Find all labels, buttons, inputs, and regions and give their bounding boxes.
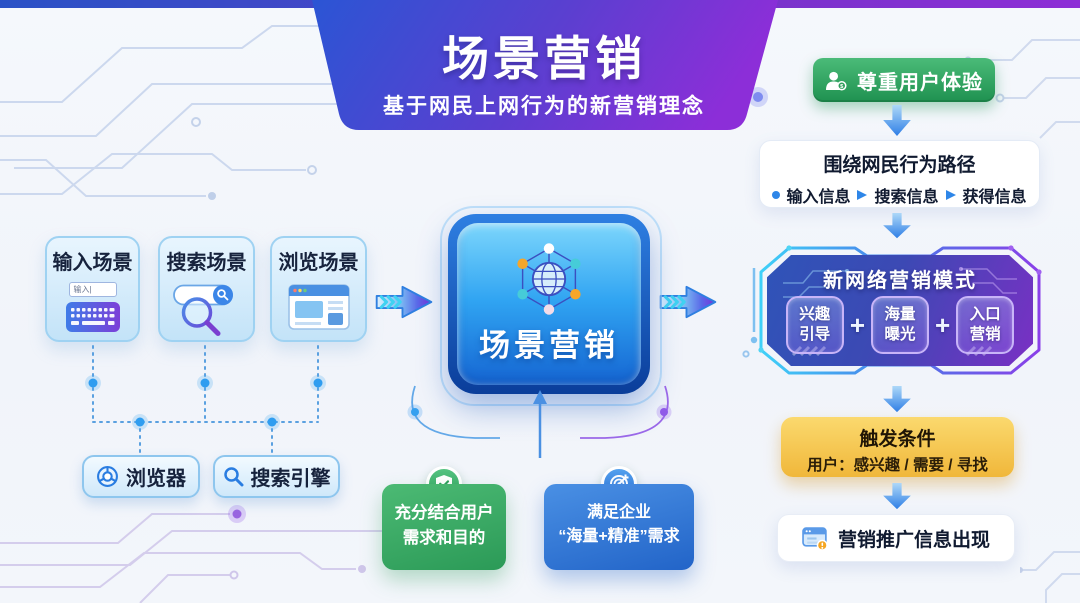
circuit-decoration-bottom-left (0, 505, 400, 603)
dotted-connector-lines (85, 345, 326, 454)
magnifier-icon (223, 467, 243, 487)
scenario-card-input: 输入场景 输入| (45, 236, 140, 342)
behavior-path-steps: 输入信息 搜索信息 获得信息 (772, 183, 1027, 207)
down-arrow-icon (883, 105, 911, 136)
trigger-title: 触发条件 (859, 429, 936, 450)
poster-title: 场景营销 (442, 32, 646, 85)
step-arrow-icon (857, 190, 868, 200)
step-bullet (772, 191, 781, 199)
behavior-path-card: 围绕网民行为路径 输入信息 搜索信息 获得信息 (759, 140, 1040, 208)
model-item: 兴趣引导 (785, 296, 844, 354)
banner-background (312, 0, 778, 130)
center-tile-surface: 场景营销 (457, 223, 641, 385)
svg-text:$: $ (840, 83, 844, 89)
plus-sign: + (935, 309, 951, 340)
result-card: 营销推广信息出现 (777, 514, 1015, 562)
experience-badge-label: 尊重用户体验 (857, 71, 983, 94)
circuit-decoration-top-right (964, 39, 1080, 139)
tool-button-label: 搜索引擎 (250, 468, 331, 490)
network-globe-icon (517, 243, 581, 315)
input-field-chip: 输入| (68, 282, 117, 297)
ad-window-icon (802, 526, 828, 551)
result-card-label: 营销推广信息出现 (837, 529, 990, 551)
chrome-browser-icon (97, 466, 118, 487)
trigger-card: 触发条件 用户：感兴趣 / 需要 / 寻找 (781, 417, 1014, 477)
model-item: 海量曝光 (871, 296, 929, 354)
keyboard-input-icon (65, 302, 120, 332)
circuit-decoration-bottom-right (1020, 551, 1080, 603)
benefit-card-user: 充分结合用户 需求和目的 (382, 484, 506, 570)
step-label: 搜索信息 (874, 189, 939, 206)
step-arrow-icon (945, 190, 956, 200)
center-tile: 场景营销 (448, 214, 650, 394)
model-panel-surface (767, 255, 1033, 366)
step-label: 输入信息 (786, 189, 851, 206)
curve-connectors (407, 385, 672, 458)
flow-arrow-left-icon (375, 285, 433, 319)
model-items-row: 兴趣引导 + 海量曝光 + 入口营销 (767, 296, 1033, 354)
center-tile-label: 场景营销 (479, 328, 619, 363)
benefit-card-enterprise: 满足企业 “海量+精准”需求 (544, 484, 694, 570)
search-bar-icon (172, 284, 233, 336)
benefit-line: 需求和目的 (402, 528, 486, 547)
behavior-path-title: 围绕网民行为路径 (823, 155, 976, 176)
browser-button: 浏览器 (82, 455, 200, 498)
tool-button-label: 浏览器 (126, 468, 186, 490)
down-arrow-icon (883, 483, 911, 510)
poster-subtitle: 基于网民上网行为的新营销理念 (383, 95, 705, 118)
benefit-line: 满足企业 (586, 504, 651, 521)
scenario-card-search: 搜索场景 (158, 236, 255, 342)
plus-sign: + (849, 309, 865, 340)
scenario-card-label: 搜索场景 (166, 252, 247, 274)
down-arrow-icon (883, 213, 911, 239)
down-arrow-icon (883, 386, 911, 413)
search-engine-button: 搜索引擎 (213, 455, 340, 498)
step-label: 获得信息 (962, 189, 1027, 206)
experience-badge: $ 尊重用户体验 (813, 58, 995, 102)
scenario-card-label: 浏览场景 (278, 252, 359, 274)
benefit-line: 充分结合用户 (394, 504, 494, 522)
flow-arrow-right-icon (659, 285, 717, 319)
scenario-card-browse: 浏览场景 (270, 236, 367, 342)
model-panel-title: 新网络营销模式 (823, 270, 977, 292)
scenario-card-label: 输入场景 (52, 252, 133, 274)
benefit-line: “海量+精准”需求 (558, 528, 680, 545)
model-item: 入口营销 (956, 296, 1015, 354)
browser-window-icon (287, 284, 350, 330)
panel-side-accent (742, 268, 758, 358)
user-icon: $ (826, 71, 847, 91)
trigger-subtitle: 用户：感兴趣 / 需要 / 寻找 (807, 457, 988, 474)
